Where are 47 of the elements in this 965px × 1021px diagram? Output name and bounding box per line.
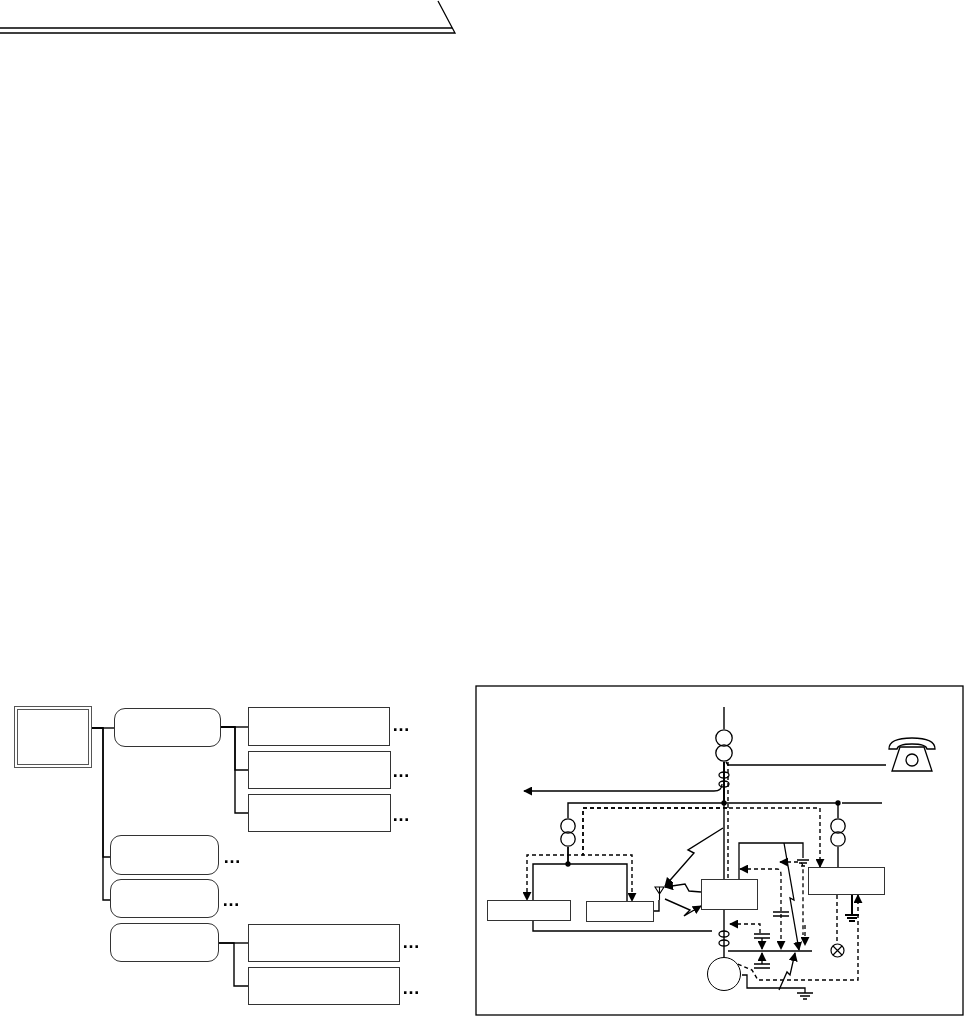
ellipsis-mark: …: [402, 979, 420, 997]
arrow: [737, 894, 863, 981]
arrow: [664, 881, 702, 893]
box: [487, 900, 571, 921]
ellipsis-mark: …: [392, 762, 410, 780]
telephone-icon: [886, 737, 938, 773]
generator-symbol: [707, 957, 741, 991]
box: [586, 901, 654, 922]
box: [248, 794, 391, 832]
connector-line: [725, 761, 887, 766]
arrow: [728, 807, 825, 868]
connector-line: [532, 920, 713, 932]
transformer-symbol: [560, 818, 576, 847]
connector-line: [567, 846, 628, 902]
box: [248, 924, 400, 962]
ellipsis-mark: …: [392, 716, 410, 734]
ellipsis-mark: …: [222, 891, 240, 909]
rounded-box: [114, 708, 221, 747]
antenna-symbol: [654, 886, 665, 900]
double-border-box: [14, 706, 92, 768]
lamp-symbol: [830, 943, 845, 958]
connector-line: [220, 726, 249, 814]
transformer-symbol: [830, 818, 846, 847]
connector-line: [653, 899, 660, 912]
ellipsis-mark: …: [402, 933, 420, 951]
connector-line: [723, 909, 725, 958]
connector-line: [723, 706, 725, 730]
arrow: [582, 807, 728, 902]
box: [248, 751, 391, 789]
arrow: [664, 827, 724, 887]
box: [248, 707, 390, 746]
rounded-box: [110, 923, 219, 962]
rounded-box: [110, 879, 219, 918]
arrow: [664, 898, 702, 917]
ellipsis-mark: …: [392, 806, 410, 824]
rounded-box: [110, 835, 219, 875]
connector-line: [218, 942, 249, 987]
ellipsis-mark: …: [223, 848, 241, 866]
connector-line: [837, 846, 839, 868]
box: [701, 879, 758, 910]
connector-line: [727, 761, 729, 880]
box: [808, 867, 885, 895]
transformer-symbol: [715, 729, 733, 762]
connector-line: [836, 894, 838, 944]
connector-line: [723, 761, 839, 819]
box: [248, 967, 400, 1005]
connector-line: [91, 727, 111, 901]
